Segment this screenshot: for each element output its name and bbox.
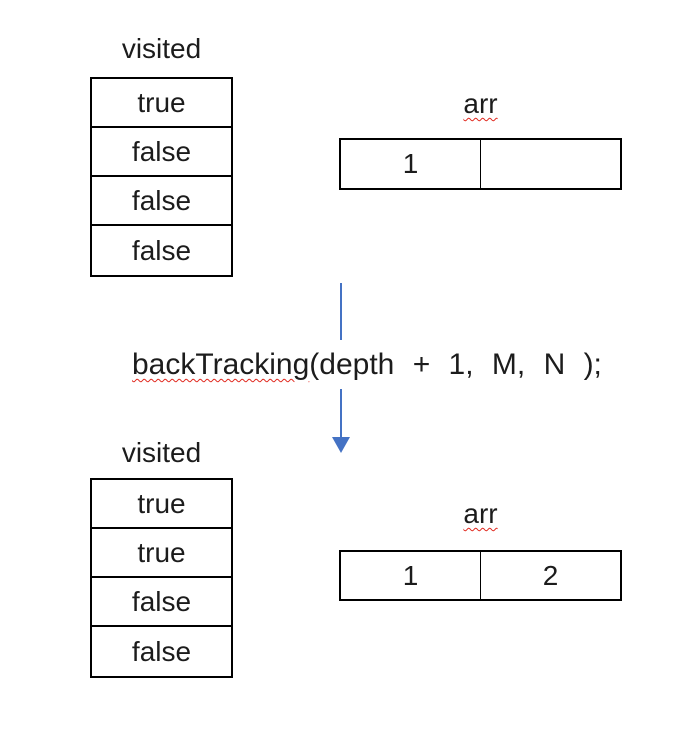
down-arrow-line-upper [340, 283, 342, 340]
table-cell [480, 140, 620, 188]
table-cell: 2 [480, 552, 620, 599]
table-cell: true [92, 480, 231, 529]
top-arr-table: 1 [339, 138, 622, 190]
down-arrow-line-lower [340, 389, 342, 438]
bottom-arr-label: arr [339, 498, 622, 530]
bottom-visited-label: visited [121, 437, 202, 468]
bottom-arr-table: 1 2 [339, 550, 622, 601]
table-cell: 1 [402, 559, 419, 591]
top-arr-label-text: arr [463, 88, 498, 119]
table-cell: false [131, 234, 192, 266]
table-cell: true [92, 529, 231, 578]
call-args-text: (depth + 1, M, N ); [309, 348, 602, 381]
table-cell: false [131, 635, 192, 667]
table-cell: true [92, 79, 231, 128]
top-visited-label: visited [121, 33, 202, 64]
table-cell: false [92, 578, 231, 627]
table-cell: false [92, 128, 231, 177]
bottom-visited-table: true true false false [90, 478, 233, 678]
top-arr-label: arr [339, 88, 622, 120]
table-cell: false [92, 177, 231, 226]
table-cell: 1 [402, 148, 419, 179]
top-visited-table: true false false false [90, 77, 233, 277]
call-name-text: backTracking [132, 348, 310, 381]
bottom-arr-label-text: arr [463, 498, 498, 529]
down-arrow-head-icon [332, 437, 350, 453]
recursive-call-text: backTracking(depth + 1, M, N ); [132, 347, 602, 383]
